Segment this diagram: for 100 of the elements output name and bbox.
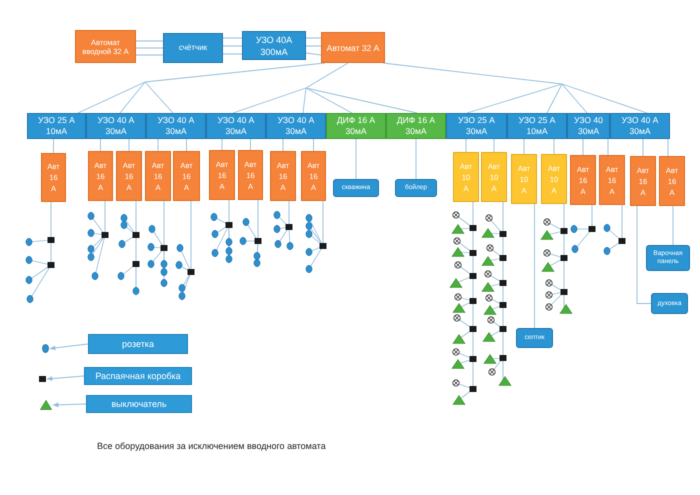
rcd-block xyxy=(206,113,266,139)
arrow xyxy=(52,402,86,408)
connector-line xyxy=(288,200,290,212)
connector-line xyxy=(222,38,242,54)
rcd-rating: 30мА xyxy=(106,126,126,137)
breaker-block xyxy=(570,155,596,205)
dot-icon xyxy=(42,344,49,353)
rcd-label: УЗО 40 А xyxy=(98,115,134,126)
rcd-block xyxy=(610,113,670,139)
rcd-label: УЗО 40 xyxy=(574,115,603,126)
breaker-block xyxy=(88,151,113,201)
connector-line xyxy=(502,202,504,214)
rcd-rating: 30мА xyxy=(166,126,186,137)
breaker-rating: 30мА xyxy=(406,126,426,137)
wiring-drawing xyxy=(273,211,294,250)
connector-line xyxy=(53,138,54,154)
load-block xyxy=(651,293,688,314)
breaker-block xyxy=(453,152,479,202)
differential-breaker-block xyxy=(386,113,446,139)
wiring-drawing xyxy=(305,214,327,273)
rcd-block xyxy=(446,113,507,139)
wiring-drawing xyxy=(25,237,55,303)
rcd-rating: 30мА xyxy=(226,126,246,137)
breaker-block xyxy=(541,154,567,204)
connector-line xyxy=(144,62,326,82)
rcd-rating: 10мА xyxy=(526,126,548,137)
connector-line xyxy=(466,84,562,114)
symbol-name: розетка xyxy=(122,338,154,350)
rcd-label: УЗО 40 А xyxy=(622,115,658,126)
triangle-icon xyxy=(40,400,52,410)
symbol-name-block xyxy=(86,395,192,413)
connector-line xyxy=(534,204,535,328)
connector-line xyxy=(306,62,348,88)
rcd-rating: 300мА xyxy=(260,46,288,58)
connector-line xyxy=(100,138,101,152)
breaker-label: ДИФ 16 А xyxy=(336,115,376,126)
rcd-rating: 30мА xyxy=(578,126,599,137)
connector-line xyxy=(104,200,106,212)
connector-line xyxy=(642,138,644,156)
note-text: Все оборудования за исключением вводного автомата xyxy=(97,441,326,452)
rcd-rating: 10мА xyxy=(46,126,67,137)
wiring-drawing xyxy=(147,225,168,287)
rcd-label: УЗО 40 А xyxy=(158,115,194,126)
connector-line xyxy=(562,84,588,114)
wiring-drawing xyxy=(540,218,573,314)
rcd-block xyxy=(567,113,610,139)
wiring-drawing xyxy=(239,218,262,267)
load-block xyxy=(516,328,553,348)
load-block xyxy=(395,179,437,197)
differential-breaker-block xyxy=(326,113,386,139)
rcd-label: УЗО 25 А xyxy=(518,115,556,126)
connector-line xyxy=(306,88,418,114)
wiring-drawing xyxy=(87,212,109,280)
connector-line xyxy=(562,84,648,114)
connector-line xyxy=(636,206,652,304)
wiring-drawing xyxy=(210,213,233,263)
rcd-block xyxy=(266,113,326,139)
connector-line xyxy=(232,88,306,114)
circuit-breaker-block xyxy=(321,32,385,63)
connector-line xyxy=(582,138,584,156)
breaker-block xyxy=(511,154,537,204)
rcd-block xyxy=(86,113,146,139)
connector-line xyxy=(228,200,230,214)
breaker-block xyxy=(659,156,685,206)
connector-line xyxy=(313,138,314,152)
breaker-label: ДИФ 16 А xyxy=(396,115,436,126)
rcd-block xyxy=(27,113,86,139)
rcd-rating: 30мА xyxy=(286,126,306,137)
rcd-label: УЗО 40 А xyxy=(278,115,314,126)
wiring-drawing xyxy=(449,211,477,405)
connector-line xyxy=(186,138,187,152)
meter-block xyxy=(163,33,223,63)
meter-label: счётчик xyxy=(178,43,208,53)
connector-line xyxy=(190,200,192,244)
rcd-label: УЗО 25 А xyxy=(458,115,495,126)
breaker-block xyxy=(116,151,142,201)
rcd-block xyxy=(146,113,206,139)
arrow xyxy=(46,376,84,381)
rcd-label: УЗО 40 А xyxy=(218,115,254,126)
breaker-block xyxy=(599,155,625,205)
square-icon xyxy=(39,376,46,382)
connector-line xyxy=(306,88,352,114)
connector-line xyxy=(250,138,251,150)
rcd-block xyxy=(507,113,567,139)
breaker-block xyxy=(209,150,235,200)
breaker-label: Автомат 32 А xyxy=(326,42,380,54)
rcd-label: УЗО 25 А xyxy=(38,115,75,126)
connector-line xyxy=(322,200,324,214)
breaker-block xyxy=(238,150,263,200)
breaker-block xyxy=(145,151,171,201)
connector-line xyxy=(120,82,146,114)
breaker-block xyxy=(481,152,507,202)
connector-line xyxy=(472,202,474,212)
symbol-name: Распаячная коробка xyxy=(95,370,181,382)
breaker-block xyxy=(270,151,296,201)
connector-line xyxy=(306,38,322,56)
connector-line xyxy=(546,84,562,114)
load-block xyxy=(646,245,690,271)
connector-line xyxy=(78,82,146,114)
connector-line xyxy=(136,40,164,56)
